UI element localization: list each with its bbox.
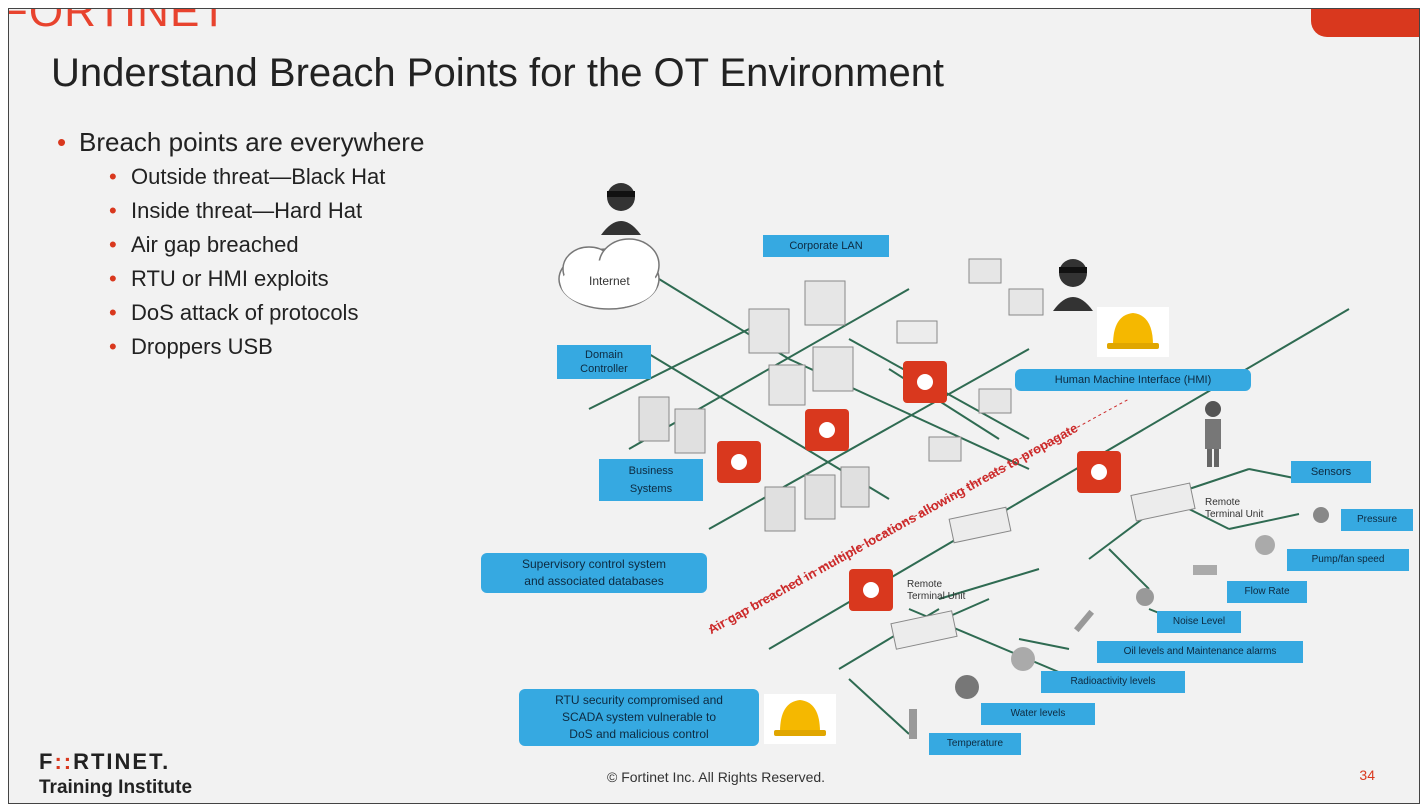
server-icons: [638, 396, 870, 532]
bullet-sub: Inside threat—Hard Hat: [109, 198, 424, 224]
hmi-callout: Human Machine Interface (HMI): [1015, 369, 1251, 391]
corner-tab: [1311, 9, 1419, 37]
oil-levels-callout: Oil levels and Maintenance alarms: [1097, 641, 1303, 663]
logo-part: F: [39, 749, 55, 774]
hacker-icon: [1053, 259, 1093, 311]
ot-network-diagram: Internet Corporate LAN Domain Controller…: [469, 169, 1419, 759]
hacker-icon: [601, 183, 641, 235]
monitor-icon: [768, 364, 806, 406]
headphone-icon: [1136, 588, 1154, 606]
bug-icons: [731, 374, 1107, 598]
workstations: [748, 258, 1044, 462]
bullet-main: Breach points are everywhere: [57, 127, 424, 158]
flow-rate-callout: Flow Rate: [1227, 581, 1307, 603]
bullet-sub: RTU or HMI exploits: [109, 266, 424, 292]
corporate-lan-callout: Corporate LAN: [763, 235, 889, 257]
slide: FORTINET Understand Breach Points for th…: [8, 8, 1420, 804]
router-icon: [896, 320, 938, 344]
pressure-callout: Pressure: [1341, 509, 1413, 531]
bullet-sub: Outside threat—Black Hat: [109, 164, 424, 190]
supervisory-callout: Supervisory control system and associate…: [481, 553, 707, 593]
slide-title: Understand Breach Points for the OT Envi…: [51, 51, 945, 95]
rtu-label-left: Remote Terminal Unit: [907, 579, 966, 602]
sensors-callout: Sensors: [1291, 461, 1371, 483]
top-logo: FORTINET: [8, 8, 229, 36]
switch-icon: [948, 506, 1012, 544]
bullet-sub: Droppers USB: [109, 334, 424, 360]
domain-controller-callout: Domain Controller: [557, 345, 651, 379]
logo-part: ::: [54, 749, 74, 774]
technician-icon: [1205, 401, 1221, 467]
internet-label: Internet: [589, 274, 630, 288]
temperature-callout: Temperature: [929, 733, 1021, 755]
rtu-label-right: Remote Terminal Unit: [1205, 497, 1264, 520]
radioactivity-callout: Radioactivity levels: [1041, 671, 1185, 693]
radiation-icon: [1011, 647, 1035, 671]
bullet-sub: Air gap breached: [109, 232, 424, 258]
pressure-icon: [1313, 507, 1329, 523]
sensor-icons: [909, 507, 1329, 739]
bullet-list: Breach points are everywhere Outside thr…: [57, 127, 424, 368]
wind-icon: [1193, 565, 1217, 575]
business-systems-callout: Business Systems: [599, 459, 703, 501]
hard-hat-icon: [1097, 307, 1169, 357]
training-institute: Training Institute: [39, 777, 193, 798]
water-icon: [955, 675, 979, 699]
bullet-sub: DoS attack of protocols: [109, 300, 424, 326]
wrench-icon: [1073, 609, 1095, 633]
rtu-security-callout: RTU security compromised and SCADA syste…: [519, 689, 759, 746]
page-number: 34: [1359, 767, 1375, 783]
cloud-icon: [558, 238, 660, 310]
threat-path: [708, 398, 1130, 630]
copyright: © Fortinet Inc. All Rights Reserved.: [607, 769, 826, 785]
breach-markers: [717, 361, 1121, 611]
network-devices: [890, 320, 1196, 650]
logo-part: RTINET.: [73, 749, 171, 774]
thermometer-icon: [909, 709, 917, 739]
diagram-svg: [558, 183, 1350, 744]
pump-fan-callout: Pump/fan speed: [1287, 549, 1409, 571]
rtu-device-icon: [1130, 482, 1196, 522]
noise-level-callout: Noise Level: [1157, 611, 1241, 633]
rtu-device-icon: [890, 610, 958, 650]
hard-hat-icon: [764, 694, 836, 744]
fan-icon: [1255, 535, 1275, 555]
fortinet-logo: F::RTINET.: [39, 749, 170, 775]
water-levels-callout: Water levels: [981, 703, 1095, 725]
